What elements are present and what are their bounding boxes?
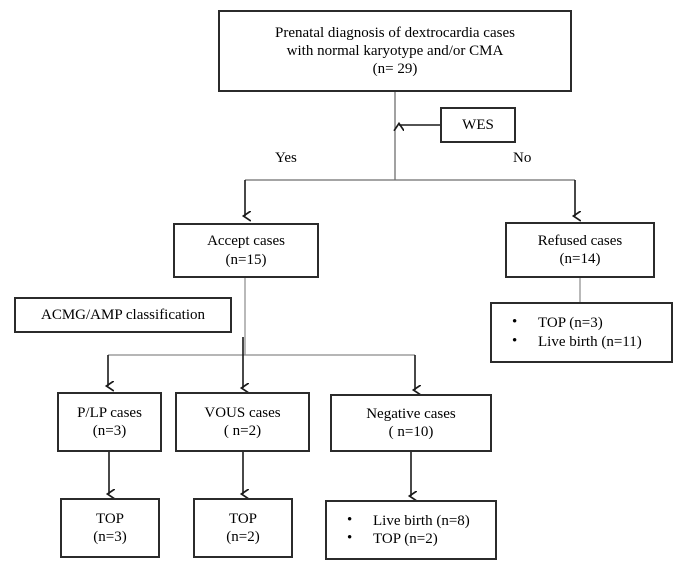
vous-cases-box: VOUS cases ( n=2)	[175, 392, 310, 452]
refused-outcomes-box: TOP (n=3) Live birth (n=11)	[490, 302, 673, 363]
negative-cases-line-2: ( n=10)	[388, 424, 434, 440]
vous-cases-line-2: ( n=2)	[223, 423, 262, 439]
plp-cases-line-2: (n=3)	[92, 423, 127, 439]
wes-label: WES	[462, 116, 494, 133]
wes-box: WES	[440, 107, 516, 143]
negative-cases-line-1: Negative cases	[366, 405, 456, 422]
accept-cases-box: Accept cases (n=15)	[173, 223, 319, 278]
negative-cases-box: Negative cases ( n=10)	[330, 394, 492, 452]
prenatal-diagnosis-line-1: Prenatal diagnosis of dextrocardia cases	[275, 24, 515, 41]
edge-label-yes: Yes	[275, 150, 297, 166]
acmg-amp-classification-box: ACMG/AMP classification	[14, 297, 232, 333]
refused-outcome-item-2: Live birth (n=11)	[508, 331, 642, 351]
edge-label-no: No	[513, 150, 532, 166]
negative-outcome-item-2: TOP (n=2)	[343, 529, 438, 548]
plp-cases-line-1: P/LP cases	[77, 404, 142, 421]
prenatal-diagnosis-line-3: (n= 29)	[372, 61, 418, 78]
accept-cases-line-2: (n=15)	[225, 251, 267, 268]
vous-outcome-line-2: (n=2)	[226, 529, 260, 545]
prenatal-diagnosis-box: Prenatal diagnosis of dextrocardia cases…	[218, 10, 572, 92]
negative-outcomes-box: Live birth (n=8) TOP (n=2)	[325, 500, 497, 560]
negative-outcome-item-1: Live birth (n=8)	[343, 511, 470, 530]
plp-outcome-line-2: (n=3)	[93, 529, 127, 545]
prenatal-diagnosis-line-2: with normal karyotype and/or CMA	[286, 42, 504, 59]
plp-outcome-line-1: TOP	[95, 510, 125, 527]
refused-outcome-item-1: TOP (n=3)	[508, 313, 603, 332]
plp-outcome-box: TOP (n=3)	[60, 498, 160, 558]
acmg-amp-label: ACMG/AMP classification	[40, 306, 206, 323]
vous-cases-line-1: VOUS cases	[204, 404, 281, 421]
refused-cases-line-2: (n=14)	[559, 251, 601, 267]
refused-cases-line-1: Refused cases	[537, 232, 623, 249]
plp-cases-box: P/LP cases (n=3)	[57, 392, 162, 452]
vous-outcome-line-1: TOP	[228, 510, 258, 527]
vous-outcome-box: TOP (n=2)	[193, 498, 293, 558]
refused-cases-box: Refused cases (n=14)	[505, 222, 655, 278]
accept-cases-line-1: Accept cases	[207, 233, 285, 250]
